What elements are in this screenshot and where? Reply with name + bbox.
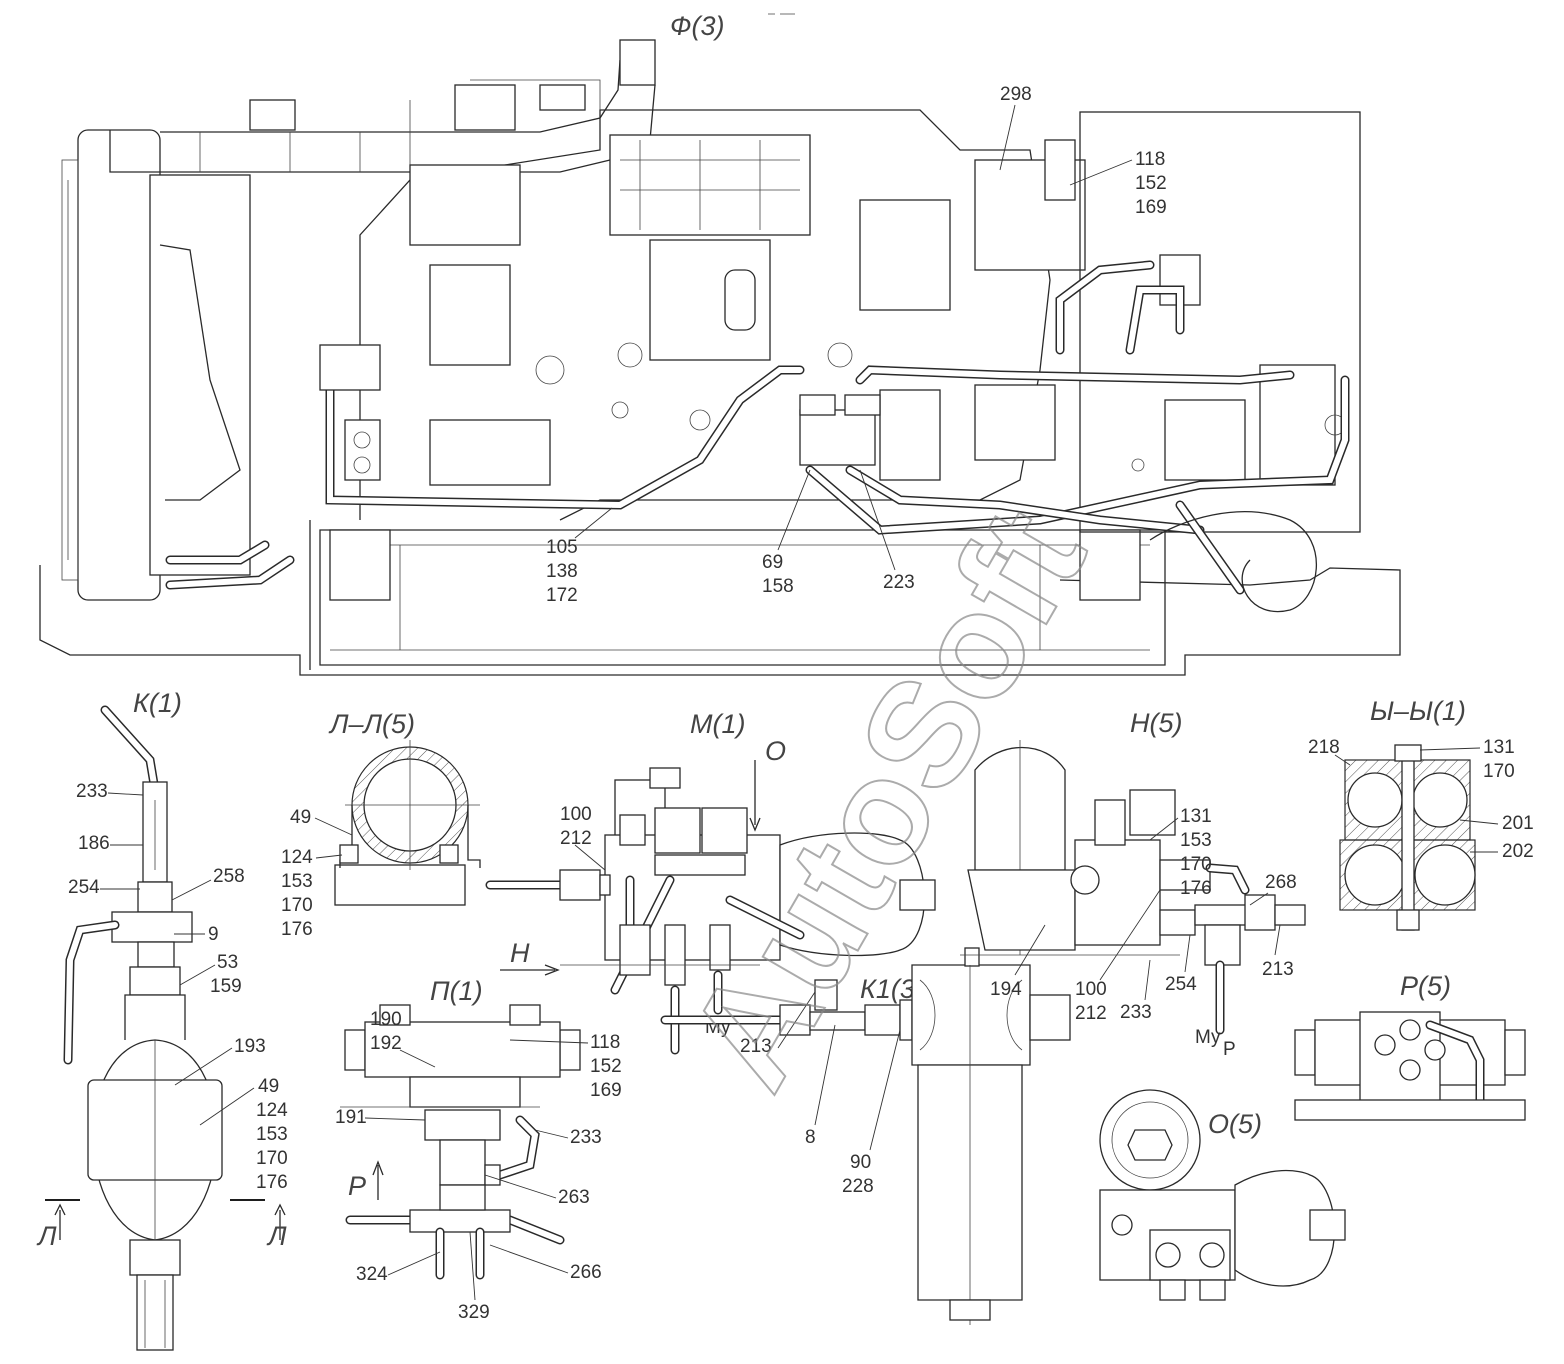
label-202: 202 — [1502, 841, 1534, 862]
view-n-title: Н(5) — [1130, 708, 1183, 738]
label-191: 191 — [335, 1107, 367, 1128]
label-138: 138 — [546, 561, 578, 582]
label-233: 233 — [1120, 1002, 1152, 1023]
view-n: Н(5) 131 153 170 176 268 194 100 212 233… — [960, 708, 1306, 1060]
section-mark-p: Р — [348, 1171, 366, 1201]
label-212: 212 — [1075, 1003, 1107, 1024]
section-mark-l-right: Л — [266, 1221, 287, 1251]
label-176: 176 — [1180, 878, 1212, 899]
label-324: 324 — [356, 1264, 388, 1285]
view-p-title: П(1) — [430, 976, 483, 1006]
label-169: 169 — [590, 1080, 622, 1101]
label-9: 9 — [208, 924, 219, 945]
label-223: 223 — [883, 572, 915, 593]
view-k1: К1(3) 213 8 90 228 — [660, 947, 1071, 1325]
label-176: 176 — [281, 919, 313, 940]
label-152: 152 — [1135, 173, 1167, 194]
label-176: 176 — [256, 1172, 288, 1193]
label-53: 53 — [217, 952, 238, 973]
view-p: П(1) Р 190 192 191 118 152 169 2 — [335, 976, 622, 1323]
label-263: 263 — [558, 1187, 590, 1208]
label-124: 124 — [281, 847, 313, 868]
section-mark-o: О — [765, 736, 786, 766]
label-190: 190 — [370, 1009, 402, 1030]
label-218: 218 — [1308, 737, 1340, 758]
label-100: 100 — [560, 804, 592, 825]
label-90: 90 — [850, 1152, 871, 1173]
label-254: 254 — [68, 877, 100, 898]
label-170: 170 — [256, 1148, 288, 1169]
label-268: 268 — [1265, 872, 1297, 893]
view-ll-title: Л–Л(5) — [328, 709, 415, 739]
label-118: 118 — [590, 1032, 620, 1053]
view-o-title: О(5) — [1208, 1109, 1262, 1139]
label-169: 169 — [1135, 197, 1167, 218]
label-131: 131 — [1483, 737, 1515, 758]
view-m: М(1) О Н 100 212 Му — [485, 709, 936, 1055]
view-yy: Ы–Ы(1) 218 131 170 201 202 — [1308, 696, 1534, 931]
label-213: 213 — [740, 1036, 772, 1057]
label-194: 194 — [990, 979, 1022, 1000]
label-170: 170 — [1483, 761, 1515, 782]
view-m-title: М(1) — [690, 709, 746, 739]
view-yy-title: Ы–Ы(1) — [1370, 696, 1466, 726]
label-329: 329 — [458, 1302, 490, 1323]
section-mark-l-left: Л — [36, 1221, 57, 1251]
label-159: 159 — [210, 976, 242, 997]
label-mu-n: Му — [1195, 1027, 1221, 1048]
view-f-title: Ф(3) — [670, 11, 724, 41]
label-118: 118 — [1135, 149, 1165, 170]
view-o: О(5) — [1099, 1089, 1346, 1301]
label-192: 192 — [370, 1033, 402, 1054]
label-8: 8 — [805, 1127, 816, 1148]
label-158: 158 — [762, 576, 794, 597]
view-k: К(1) Л Л 233 186 254 258 9 53 159 — [36, 688, 288, 1351]
label-153: 153 — [1180, 830, 1212, 851]
label-172: 172 — [546, 585, 578, 606]
label-124: 124 — [256, 1100, 288, 1121]
label-r-n: Р — [1223, 1039, 1236, 1060]
section-mark-h: Н — [510, 938, 530, 968]
label-152: 152 — [590, 1056, 622, 1077]
label-100: 100 — [1075, 979, 1107, 1000]
label-131: 131 — [1180, 806, 1212, 827]
label-258: 258 — [213, 866, 245, 887]
label-233: 233 — [76, 781, 108, 802]
view-k-title: К(1) — [133, 688, 182, 718]
label-201: 201 — [1502, 813, 1534, 834]
label-170: 170 — [1180, 854, 1212, 875]
label-228: 228 — [842, 1176, 874, 1197]
view-ll: Л–Л(5) 49 124 153 170 176 — [281, 709, 481, 940]
label-49: 49 — [290, 807, 311, 828]
label-69: 69 — [762, 552, 783, 573]
label-170: 170 — [281, 895, 313, 916]
engine-view-labels: Ф(3) 298 118 152 169 105 138 172 69 158 … — [546, 11, 1167, 606]
label-233: 233 — [570, 1127, 602, 1148]
label-186: 186 — [78, 833, 110, 854]
label-298: 298 — [1000, 84, 1032, 105]
label-213: 213 — [1262, 959, 1294, 980]
view-r: Р(5) — [1294, 971, 1526, 1121]
label-49: 49 — [258, 1076, 279, 1097]
view-r-title: Р(5) — [1400, 971, 1451, 1001]
label-266: 266 — [570, 1262, 602, 1283]
label-193: 193 — [234, 1036, 266, 1057]
label-212: 212 — [560, 828, 592, 849]
label-153: 153 — [256, 1124, 288, 1145]
engine-view — [39, 39, 1401, 676]
label-105: 105 — [546, 537, 578, 558]
label-153: 153 — [281, 871, 313, 892]
label-254: 254 — [1165, 974, 1197, 995]
